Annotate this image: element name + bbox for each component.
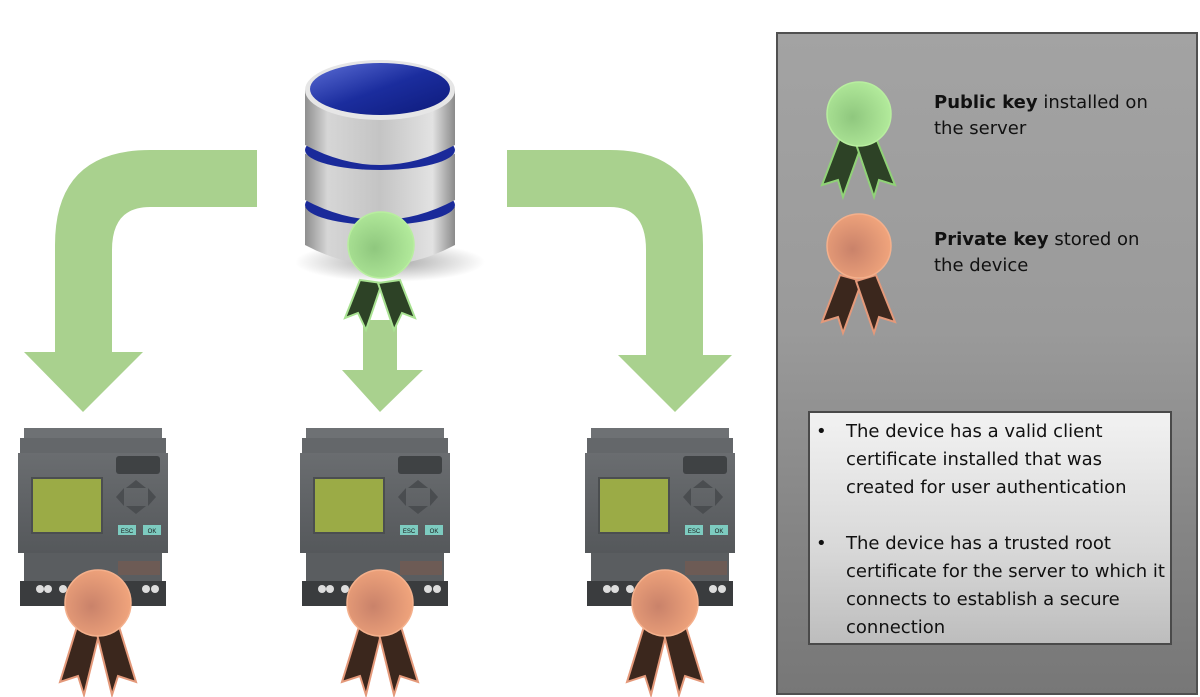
legend-public-key-rest: installed on [1037, 92, 1148, 113]
terminal-screw [611, 585, 619, 593]
device-top-ridge [587, 438, 733, 454]
legend-private-key-bold: Private key [934, 229, 1049, 250]
nav-right-icon [430, 488, 438, 506]
legend-public-key-line2: the server [934, 118, 1027, 139]
device-cover [683, 456, 727, 474]
device-top-ridge [591, 428, 729, 440]
ok-button-label: OK [715, 529, 724, 535]
ok-button [710, 525, 728, 535]
arrow-center-to-device [342, 320, 423, 412]
requirement-text: The device has a valid client certificat… [846, 421, 1127, 498]
legend-public-key-text: Public key installed on the server [934, 90, 1148, 142]
terminal-screw [424, 585, 432, 593]
terminal-screw [142, 585, 150, 593]
terminal-screw [341, 585, 349, 593]
terminal-screw [44, 585, 52, 593]
terminal-screw [36, 585, 44, 593]
terminal-screw [433, 585, 441, 593]
terminal-screw [318, 585, 326, 593]
requirement-text: The device has a trusted root certificat… [846, 533, 1165, 638]
device-top-ridge [302, 438, 448, 454]
device-screen [313, 477, 385, 534]
device-top-ridge [306, 428, 444, 440]
device-screen [598, 477, 670, 534]
nav-down-icon [408, 506, 428, 514]
legend-private-key-rest: stored on [1048, 229, 1140, 250]
esc-button [118, 525, 136, 535]
nav-right-icon [148, 488, 156, 506]
nav-left-icon [683, 488, 691, 506]
esc-button-label: ESC [688, 529, 701, 535]
legend-public-key-bold: Public key [934, 92, 1038, 113]
terminal-screw [718, 585, 726, 593]
esc-button-label: ESC [403, 529, 416, 535]
bullet-marker: • [816, 421, 827, 442]
nav-left-icon [398, 488, 406, 506]
device-private-key-medal-icon [58, 569, 138, 697]
terminal-screw [151, 585, 159, 593]
nav-up-icon [408, 480, 428, 488]
device-label-plate [685, 561, 727, 575]
server-public-key-medal-icon [343, 211, 417, 333]
arrow-right-to-device [507, 150, 732, 412]
bullet-marker: • [816, 533, 827, 554]
device-cover [116, 456, 160, 474]
device-private-key-medal-icon [340, 569, 420, 697]
terminal-screw [59, 585, 67, 593]
device-top-ridge [20, 438, 166, 454]
nav-left-icon [116, 488, 124, 506]
database-server-icon [295, 60, 485, 282]
device-label-plate [118, 561, 160, 575]
ok-button [143, 525, 161, 535]
terminal-screw [326, 585, 334, 593]
requirements-box [808, 411, 1172, 645]
nav-up-icon [693, 480, 713, 488]
terminal-screw [626, 585, 634, 593]
esc-button [685, 525, 703, 535]
ok-button-label: OK [148, 529, 157, 535]
plc-device-icon: ESC OK [18, 428, 168, 606]
arrow-left-to-device [24, 150, 257, 412]
nav-down-icon [126, 506, 146, 514]
esc-button-label: ESC [121, 529, 134, 535]
device-screen [31, 477, 103, 534]
legend-private-key-text: Private key stored on the device [934, 227, 1139, 279]
requirement-item: • The device has a valid client certifica… [814, 418, 1170, 502]
terminal-screw [603, 585, 611, 593]
esc-button [400, 525, 418, 535]
ok-button-label: OK [430, 529, 439, 535]
nav-right-icon [715, 488, 723, 506]
nav-up-icon [126, 480, 146, 488]
terminal-screw [709, 585, 717, 593]
device-private-key-medal-icon [625, 569, 705, 697]
device-cover [398, 456, 442, 474]
plc-device-icon: ESC OK [300, 428, 450, 606]
requirements-list: • The device has a valid client certifica… [814, 418, 1170, 670]
device-top-ridge [24, 428, 162, 440]
plc-device-icon: ESC OK [585, 428, 735, 606]
requirement-item: • The device has a trusted root certifica… [814, 530, 1170, 642]
nav-down-icon [693, 506, 713, 514]
legend-private-key-line2: the device [934, 255, 1029, 276]
ok-button [425, 525, 443, 535]
device-label-plate [400, 561, 442, 575]
